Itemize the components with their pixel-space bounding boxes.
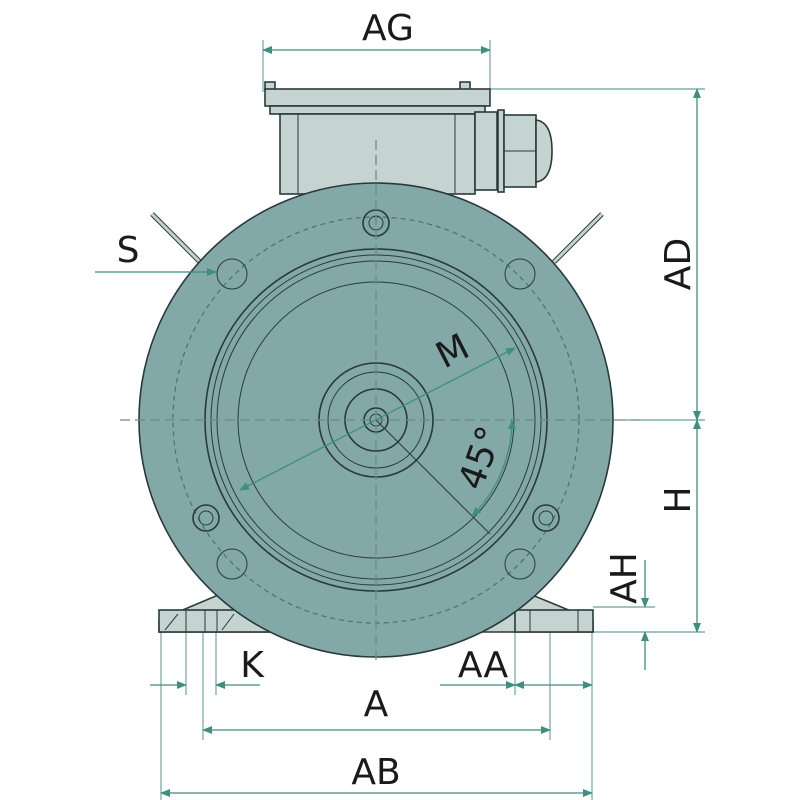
label-ad: AD xyxy=(658,238,699,290)
cable-gland xyxy=(474,109,553,193)
dimension-lines xyxy=(95,46,701,797)
terminal-box xyxy=(264,81,553,195)
label-s: S xyxy=(117,230,140,271)
lifting-lugs xyxy=(150,212,604,264)
label-ag: AG xyxy=(362,8,414,49)
label-h: H xyxy=(658,486,699,513)
label-k: K xyxy=(240,645,265,686)
label-a: A xyxy=(364,684,389,725)
label-ah: AH xyxy=(604,552,645,604)
label-aa: AA xyxy=(458,645,509,686)
label-ab: AB xyxy=(351,752,400,793)
bolt-holes xyxy=(192,209,560,580)
